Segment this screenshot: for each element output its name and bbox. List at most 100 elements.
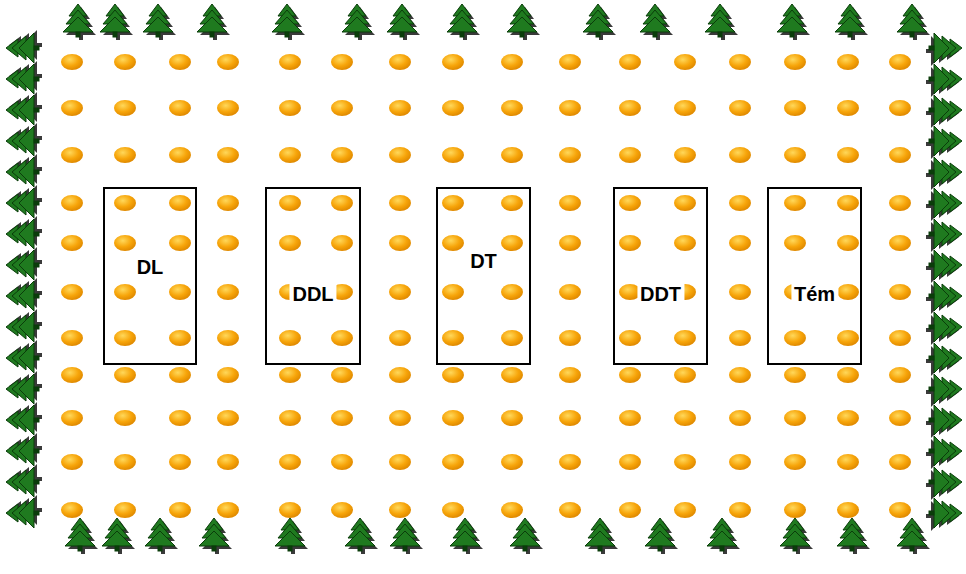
plant-dot — [837, 410, 859, 426]
plant-dot — [61, 235, 83, 251]
treatment-label: DDL — [289, 282, 336, 306]
plant-dot — [837, 367, 859, 383]
tree-symbol — [272, 4, 305, 40]
plant-dot — [559, 502, 581, 518]
plant-dot — [61, 330, 83, 346]
plant-dot — [114, 147, 136, 163]
plant-dot — [619, 100, 641, 116]
plant-dot — [729, 454, 751, 470]
plant-dot — [729, 284, 751, 300]
plant-dot — [501, 284, 523, 300]
plant-dot — [501, 235, 523, 251]
plant-dot — [279, 195, 301, 211]
plant-dot — [442, 195, 464, 211]
plant-dot — [889, 502, 911, 518]
treatment-label: DL — [134, 255, 167, 279]
plant-dot — [889, 100, 911, 116]
plant-dot — [729, 367, 751, 383]
plant-dot — [501, 147, 523, 163]
plant-dot — [389, 410, 411, 426]
tree-symbol — [926, 281, 962, 314]
plant-dot — [331, 235, 353, 251]
plant-dot — [114, 54, 136, 70]
plot-box: DDT — [613, 187, 708, 365]
tree-symbol — [275, 518, 308, 554]
plant-dot — [61, 195, 83, 211]
plant-dot — [837, 195, 859, 211]
plant-dot — [331, 147, 353, 163]
tree-symbol — [6, 154, 42, 187]
plant-dot — [389, 100, 411, 116]
plant-dot — [217, 54, 239, 70]
tree-symbol — [926, 436, 962, 469]
tree-symbol — [342, 4, 375, 40]
plant-dot — [389, 284, 411, 300]
plant-dot — [169, 100, 191, 116]
tree-symbol — [926, 33, 962, 66]
plant-dot — [559, 147, 581, 163]
plant-dot — [114, 410, 136, 426]
plant-dot — [674, 100, 696, 116]
plant-dot — [169, 454, 191, 470]
plant-dot — [217, 367, 239, 383]
plant-dot — [784, 410, 806, 426]
plant-dot — [442, 410, 464, 426]
plant-dot — [217, 454, 239, 470]
plant-dot — [619, 454, 641, 470]
plant-dot — [442, 330, 464, 346]
plant-dot — [729, 502, 751, 518]
plant-dot — [729, 235, 751, 251]
plant-dot — [559, 367, 581, 383]
plant-dot — [279, 330, 301, 346]
plant-dot — [784, 235, 806, 251]
tree-symbol — [6, 402, 42, 435]
plant-dot — [169, 410, 191, 426]
plant-dot — [619, 502, 641, 518]
plant-dot — [619, 195, 641, 211]
plant-dot — [619, 54, 641, 70]
plant-dot — [114, 330, 136, 346]
plant-dot — [389, 330, 411, 346]
plant-dot — [169, 235, 191, 251]
plant-dot — [889, 330, 911, 346]
plot-box: Tém — [767, 187, 862, 365]
plant-dot — [729, 410, 751, 426]
plant-dot — [61, 54, 83, 70]
tree-symbol — [6, 464, 42, 497]
plant-dot — [889, 410, 911, 426]
plant-dot — [442, 454, 464, 470]
plant-dot — [674, 195, 696, 211]
plant-dot — [169, 284, 191, 300]
plant-dot — [331, 54, 353, 70]
tree-symbol — [199, 518, 232, 554]
tree-symbol — [6, 216, 42, 249]
tree-symbol — [390, 518, 423, 554]
tree-symbol — [640, 4, 673, 40]
plant-dot — [501, 54, 523, 70]
plant-dot — [279, 410, 301, 426]
plant-dot — [889, 284, 911, 300]
tree-symbol — [6, 92, 42, 125]
plant-dot — [559, 330, 581, 346]
plant-dot — [674, 367, 696, 383]
tree-symbol — [926, 95, 962, 128]
plant-dot — [61, 284, 83, 300]
plant-dot — [169, 195, 191, 211]
plant-dot — [559, 100, 581, 116]
plant-dot — [217, 195, 239, 211]
plant-dot — [729, 195, 751, 211]
plant-dot — [389, 195, 411, 211]
plant-dot — [784, 147, 806, 163]
tree-symbol — [926, 498, 962, 531]
plant-dot — [169, 330, 191, 346]
tree-symbol — [837, 518, 870, 554]
plant-dot — [217, 147, 239, 163]
tree-symbol — [387, 4, 420, 40]
tree-symbol — [6, 123, 42, 156]
plant-dot — [559, 284, 581, 300]
plant-dot — [217, 330, 239, 346]
plant-dot — [61, 502, 83, 518]
treatment-label: Tém — [791, 282, 838, 306]
tree-symbol — [897, 518, 930, 554]
plant-dot — [217, 235, 239, 251]
